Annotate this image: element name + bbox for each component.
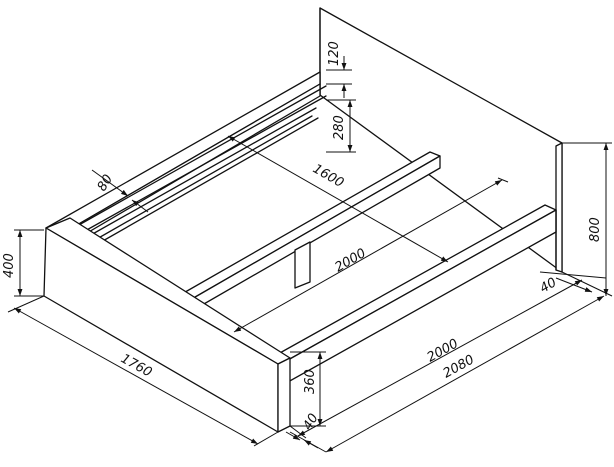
- dim-280: 280: [332, 115, 347, 140]
- dim-80: 80: [95, 172, 116, 194]
- footboard: [43, 217, 291, 433]
- side-rail-left: [45, 71, 327, 247]
- dim-2000-middle: 2000: [333, 246, 369, 276]
- dim-40-right: 40: [538, 275, 560, 296]
- dimension-lines: [7, 56, 613, 453]
- dim-800: 800: [588, 217, 603, 242]
- dim-120: 120: [327, 41, 342, 66]
- dim-40-bottom: 40: [300, 411, 321, 433]
- dim-400: 400: [2, 253, 17, 278]
- dim-360: 360: [303, 369, 318, 394]
